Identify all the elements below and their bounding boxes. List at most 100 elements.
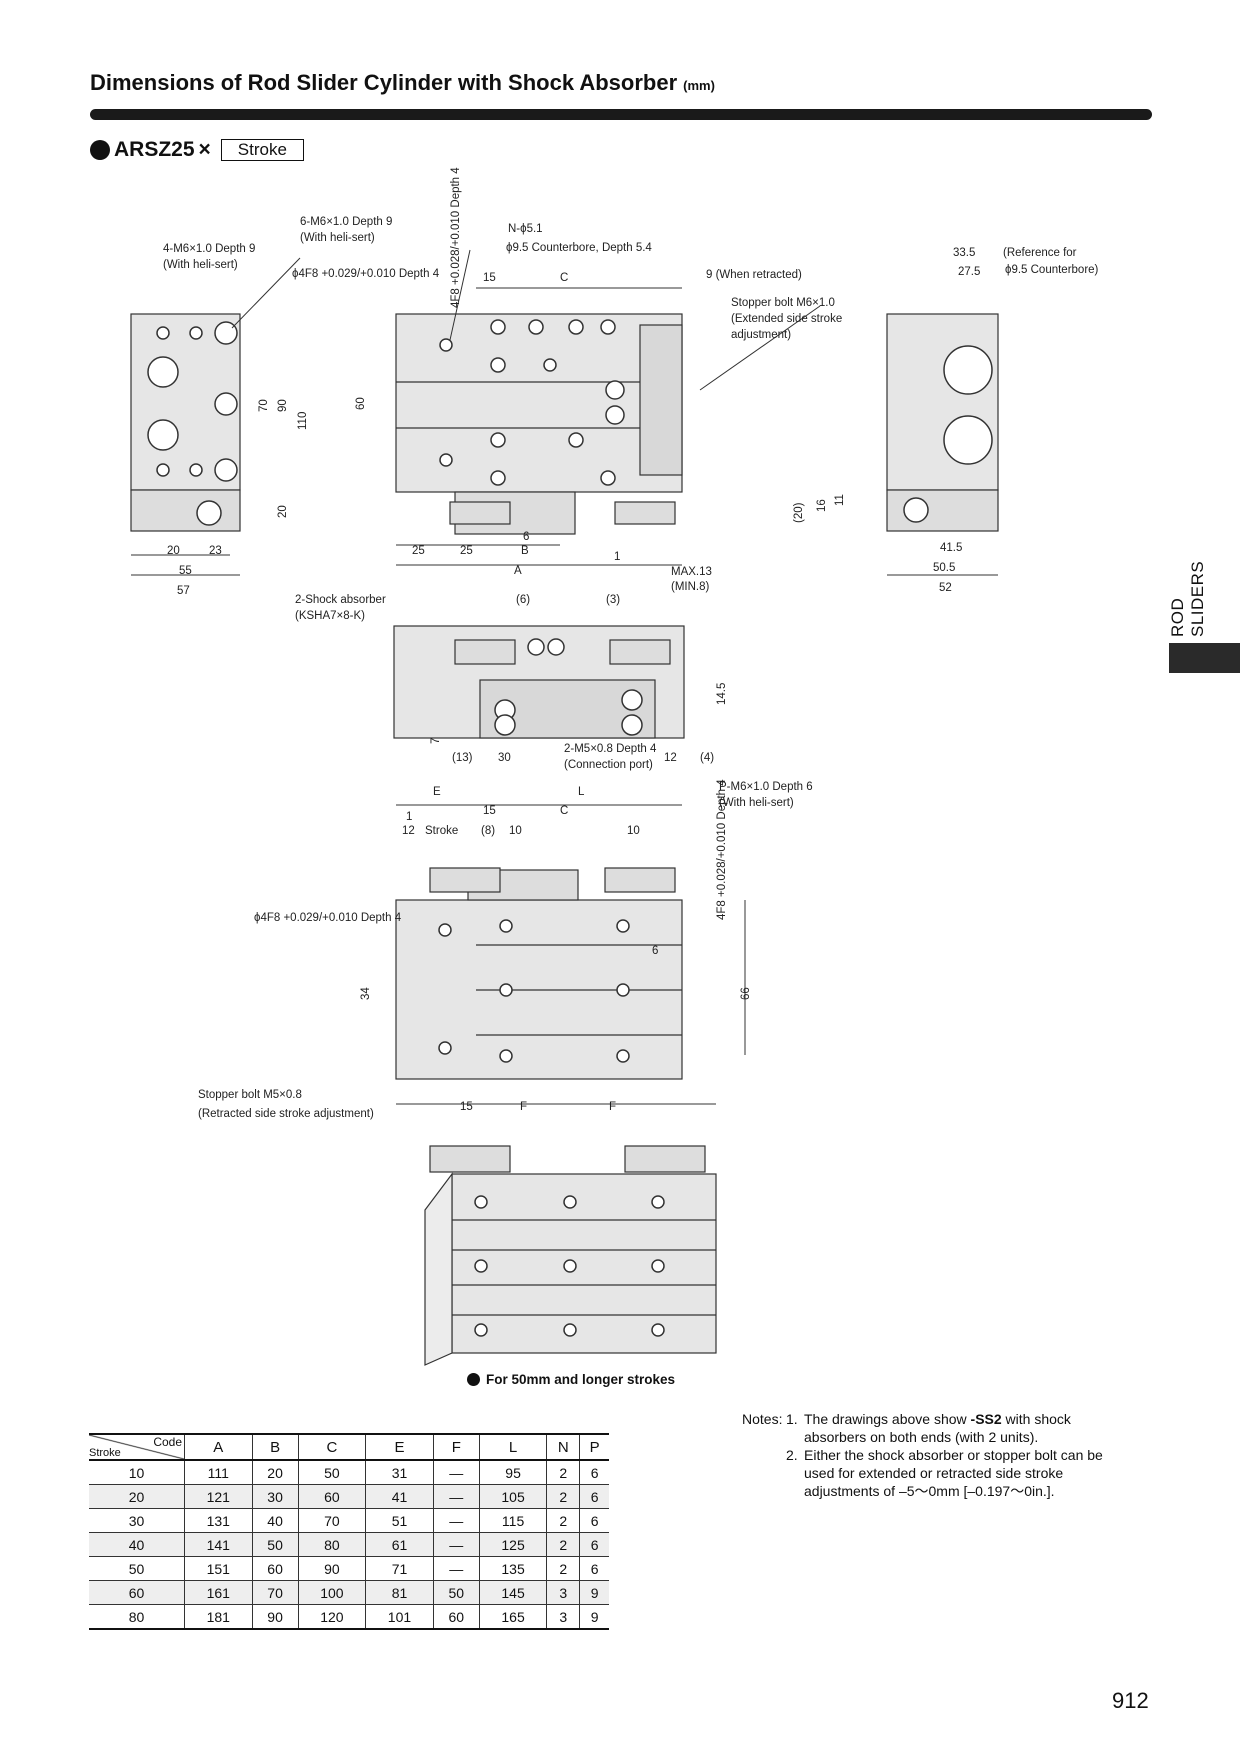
- dim-57: 57: [177, 585, 190, 597]
- col-header: C: [298, 1434, 367, 1460]
- table-cell: 6: [590, 1464, 599, 1481]
- table-cell: 90: [298, 1556, 367, 1581]
- label-n-hole: N-ϕ5.1: [508, 223, 543, 235]
- notes: Notes:1.The drawings above show -SS2 wit…: [742, 1410, 1104, 1500]
- dim-A: A: [514, 565, 522, 577]
- table-cell: 51: [365, 1508, 434, 1533]
- dim-25a: 25: [412, 545, 425, 557]
- stroke-cell: 60: [89, 1580, 185, 1605]
- top-view-body: [395, 313, 683, 493]
- table-cell: —: [433, 1484, 480, 1509]
- label-counterbore: ϕ9.5 Counterbore, Depth 5.4: [506, 242, 652, 254]
- stroke-box: Stroke: [220, 139, 304, 161]
- note-item: 2. Either the shock absorber or stopper b…: [742, 1446, 1104, 1500]
- table-cell: 100: [298, 1580, 367, 1605]
- table-cell: —: [433, 1556, 480, 1581]
- bullet-icon: [90, 140, 110, 160]
- title-rule: [90, 109, 1152, 120]
- col-header: B: [252, 1434, 299, 1460]
- dim-41-5: 41.5: [940, 542, 963, 554]
- table-cell: 95: [479, 1460, 548, 1485]
- dim-F2: F: [609, 1101, 617, 1113]
- dim-14-5: 14.5: [716, 682, 728, 705]
- table-cell: 70: [252, 1580, 299, 1605]
- table-cell: 101: [365, 1604, 434, 1629]
- dim-6-paren: (6): [516, 594, 531, 606]
- table-cell: 50: [252, 1532, 299, 1557]
- label-stopper-ext-sub2: adjustment): [731, 329, 792, 341]
- dim-15: 15: [483, 272, 496, 284]
- col-header: A: [184, 1434, 253, 1460]
- note-text-post: with shock absorbers on both ends (with …: [804, 1411, 1071, 1445]
- dim-B: B: [521, 545, 529, 557]
- dim-52: 52: [939, 582, 952, 594]
- table-cell: 3: [546, 1580, 581, 1605]
- table-cell: 151: [184, 1556, 253, 1581]
- table-cell: —: [433, 1460, 480, 1485]
- col-header: L: [479, 1434, 548, 1460]
- col-header: N: [546, 1434, 581, 1460]
- col-header: F: [433, 1434, 480, 1460]
- table-cell: 50: [298, 1460, 367, 1485]
- dim-10a: 10: [509, 825, 522, 837]
- table-cell: 70: [298, 1508, 367, 1533]
- dim-7: 7: [430, 737, 442, 744]
- dim-15c: 15: [460, 1101, 473, 1113]
- note-number: 2.: [786, 1447, 798, 1463]
- label-shock-absorber: 2-Shock absorber: [295, 594, 386, 606]
- table-cell: 71: [365, 1556, 434, 1581]
- title-text: Dimensions of Rod Slider Cylinder with S…: [90, 70, 678, 95]
- note-item: Notes:1.The drawings above show -SS2 wit…: [742, 1410, 1104, 1446]
- table-cell: 2: [546, 1556, 581, 1581]
- dim-12b: 12: [402, 825, 415, 837]
- model-code: ARSZ25: [114, 138, 195, 161]
- label-stroke: Stroke: [425, 825, 459, 837]
- table-cell: 2: [546, 1508, 581, 1533]
- note-text: Either the shock absorber or stopper bol…: [804, 1446, 1104, 1500]
- dim-23: 23: [209, 545, 222, 557]
- dim-6: 6: [523, 531, 530, 543]
- stroke-cell: 80: [89, 1604, 185, 1629]
- dim-1b: 1: [406, 811, 413, 823]
- label-stopper-ret-sub: (Retracted side stroke adjustment): [198, 1108, 374, 1120]
- unit-label: (mm): [683, 78, 715, 93]
- stroke-cell: 20: [89, 1484, 185, 1509]
- note-text-bold: -SS2: [970, 1411, 1002, 1427]
- section-tab-marker: [1169, 643, 1240, 673]
- dim-11: 11: [834, 494, 846, 506]
- table-cell: 6: [590, 1536, 599, 1553]
- table-cell: 121: [184, 1484, 253, 1509]
- label-pin-hole: ϕ4F8 +0.029/+0.010 Depth 4: [292, 268, 440, 280]
- col-header: P: [589, 1438, 600, 1456]
- dim-110: 110: [297, 411, 309, 430]
- dim-20-vertical: 20: [277, 505, 289, 518]
- model-heading: ARSZ25 × Stroke: [90, 138, 304, 162]
- dim-12: 12: [664, 752, 677, 764]
- table-cell: 145: [479, 1580, 548, 1605]
- right-view-body: [886, 313, 999, 491]
- label-tap-left: 4-M6×1.0 Depth 9: [163, 243, 256, 255]
- label-tap-top: 6-M6×1.0 Depth 9: [300, 216, 393, 228]
- label-pin-hole-2: ϕ4F8 +0.029/+0.010 Depth 4: [254, 912, 402, 924]
- label-max13: MAX.13: [671, 566, 712, 578]
- table-cell: 141: [184, 1532, 253, 1557]
- label-stopper-ret: Stopper bolt M5×0.8: [198, 1089, 302, 1101]
- table-cell: 60: [252, 1556, 299, 1581]
- table-cell: 115: [479, 1508, 548, 1533]
- dim-15b: 15: [483, 805, 496, 817]
- dim-F1: F: [520, 1101, 528, 1113]
- section-tab-label: ROD SLIDERS: [1168, 560, 1207, 637]
- table-cell: 80: [298, 1532, 367, 1557]
- dim-1: 1: [614, 551, 621, 563]
- notes-lead: Notes:: [742, 1411, 783, 1427]
- table-cell: 50: [433, 1580, 480, 1605]
- dim-4-paren: (4): [700, 752, 715, 764]
